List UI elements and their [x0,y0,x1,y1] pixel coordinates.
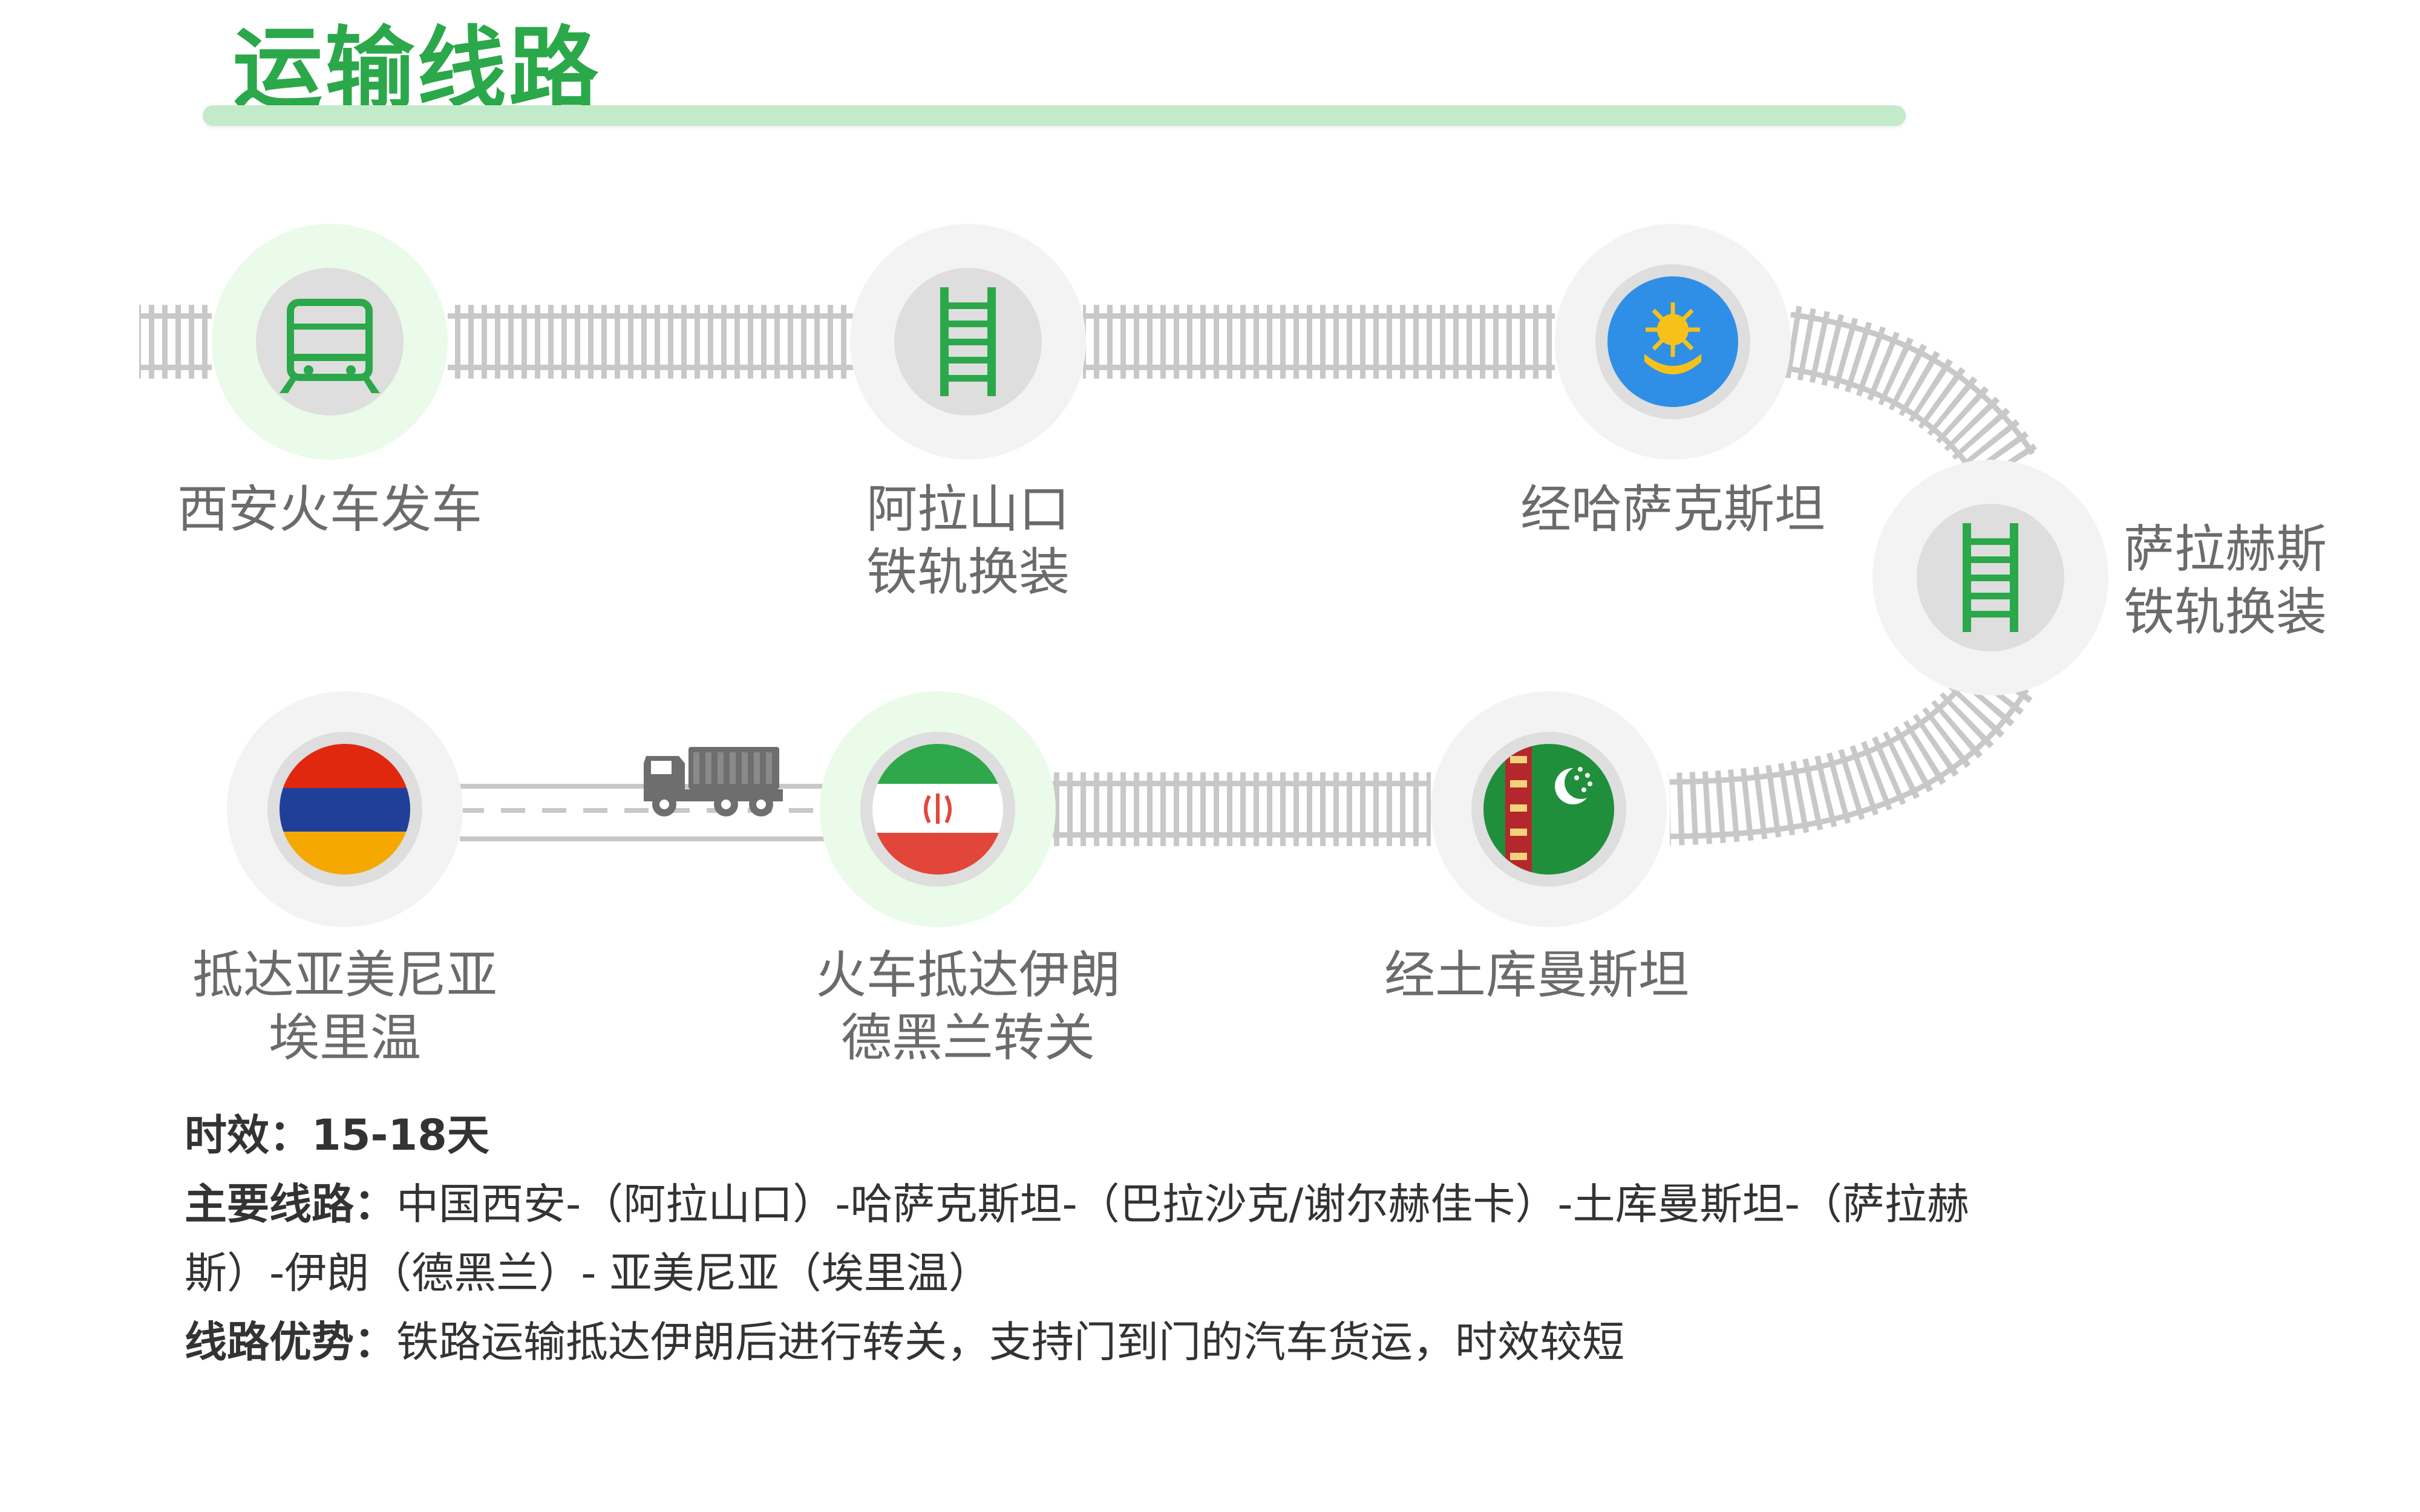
turkmenistan-flag-icon [1483,744,1614,875]
railway-curve [1669,656,2033,846]
station-label-line: 阿拉山口 [866,480,1070,539]
station-node-turkmenistan [1431,691,1667,927]
railway-segment [139,305,212,379]
station-label-line: 西安火车发车 [177,480,482,539]
rail-track-icon [940,287,996,396]
armenia-flag-icon [280,744,410,875]
station-label-line: 埃里温 [268,1008,421,1067]
railway-segment [1053,772,1431,846]
station-label-line: 铁轨换装 [866,543,1070,602]
station-label-line: 经土库曼斯坦 [1384,945,1689,1005]
railway-segment [448,305,853,379]
train-icon [280,299,380,393]
station-node-xian [212,224,448,460]
station-label-alashankou: 阿拉山口 铁轨换装 [786,478,1150,604]
station-node-alashankou [850,224,1086,460]
station-label-line: 德黑兰转关 [840,1008,1095,1067]
truck-icon [644,747,783,816]
station-label-turkmenistan: 经土库曼斯坦 [1355,943,1718,1006]
station-node-sarakhs [1872,460,2108,696]
advantage-label: 线路优势： [185,1317,396,1367]
station-label-xian: 西安火车发车 [148,478,511,541]
station-node-kazakhstan [1555,224,1791,460]
station-label-iran: 火车抵达伊朗 德黑兰转关 [786,943,1150,1069]
advantage-value: 铁路运输抵达伊朗后进行转关，支持门到门的汽车货运，时效较短 [396,1317,1624,1367]
route-label: 主要线路： [185,1179,396,1229]
page-title: 运输线路 [233,17,601,121]
duration-row: 时效：15-18天 [185,1101,2242,1170]
station-node-armenia [227,691,463,927]
advantage-row: 线路优势：铁路运输抵达伊朗后进行转关，支持门到门的汽车货运，时效较短 [185,1308,2242,1377]
station-label-line: 萨拉赫斯 [2124,520,2327,579]
kazakhstan-flag-icon [1607,276,1738,407]
duration-label: 时效： [185,1110,312,1160]
title-underline [203,105,1906,126]
route-value: 中国西安-（阿拉山口）-哈萨克斯坦-（巴拉沙克/谢尔赫佳卡）-土库曼斯坦-（萨拉… [396,1179,1969,1229]
station-node-iran [820,691,1056,927]
station-label-line: 铁轨换装 [2124,582,2327,642]
station-label-line: 火车抵达伊朗 [815,945,1120,1005]
station-label-sarakhs: 萨拉赫斯 铁轨换装 [2124,518,2378,644]
route-info: 时效：15-18天 主要线路：中国西安-（阿拉山口）-哈萨克斯坦-（巴拉沙克/谢… [185,1101,2242,1377]
route-row: 主要线路：中国西安-（阿拉山口）-哈萨克斯坦-（巴拉沙克/谢尔赫佳卡）-土库曼斯… [185,1170,2242,1239]
route-row-continued: 斯）-伊朗（德黑兰）- 亚美尼亚（埃里温） [185,1239,2242,1308]
station-label-kazakhstan: 经哈萨克斯坦 [1491,478,1854,541]
railway-segment [1083,305,1555,379]
station-label-armenia: 抵达亚美尼亚 埃里温 [163,943,526,1069]
rail-track-icon [1963,523,2018,632]
station-label-line: 经哈萨克斯坦 [1520,480,1825,539]
station-label-line: 抵达亚美尼亚 [192,945,497,1005]
duration-value: 15-18天 [312,1110,489,1160]
route-value-continued: 斯）-伊朗（德黑兰）- 亚美尼亚（埃里温） [185,1248,991,1298]
